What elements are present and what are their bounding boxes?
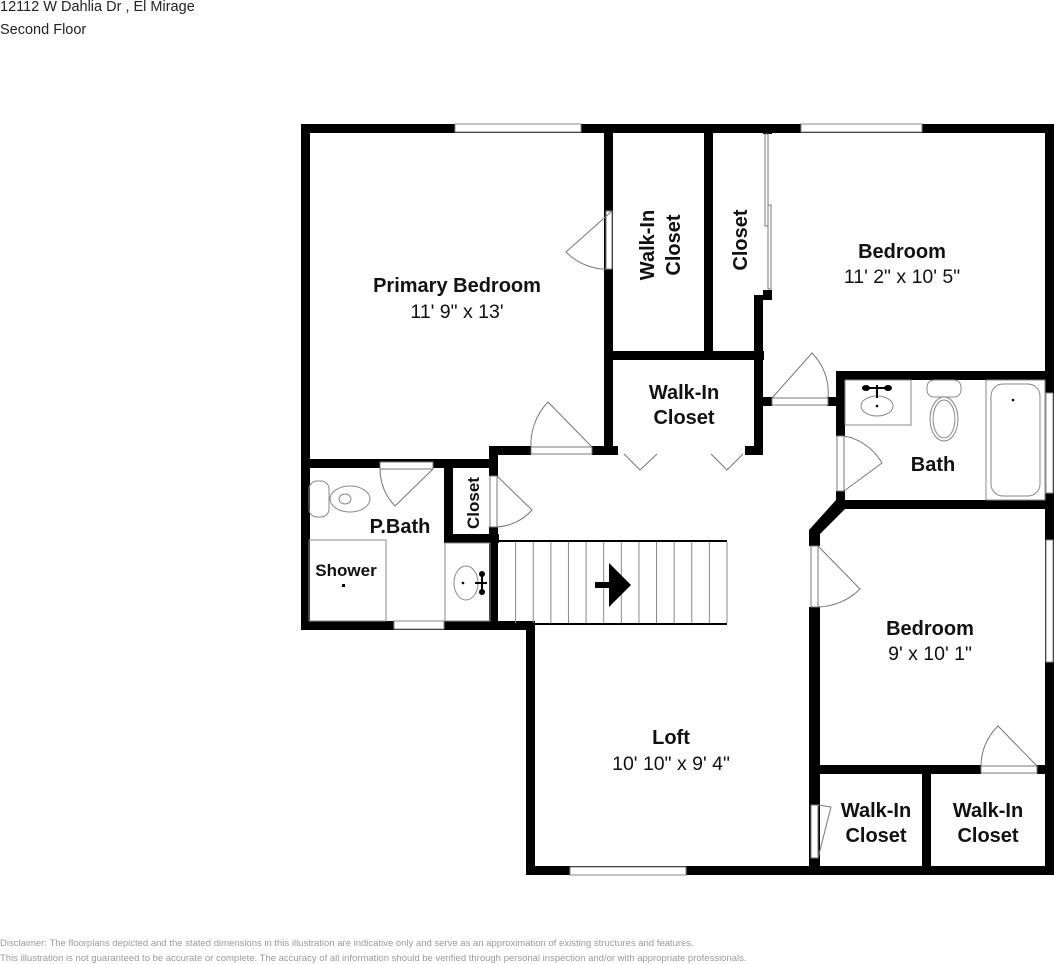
bathtub-icon	[990, 383, 1041, 497]
staircase	[498, 540, 728, 625]
room-label-bedroom-2: Bedroom	[886, 618, 974, 640]
room-label-closet-2: Closet	[464, 477, 483, 529]
room-label-bath: Bath	[911, 454, 955, 476]
room-label-walk-in-closet-1b: Closet	[663, 214, 685, 275]
vanity	[844, 379, 912, 426]
room-label-shower: Shower	[315, 561, 377, 580]
fixture-details	[342, 385, 1015, 595]
property-address: 12112 W Dahlia Dr , El Mirage	[0, 0, 195, 15]
tub-outline	[985, 379, 1046, 501]
toilet-tank	[926, 379, 962, 398]
stair-direction-arrow-icon	[595, 563, 631, 607]
room-label-closet-1: Closet	[730, 209, 752, 270]
toilet-bowl-icon	[329, 485, 371, 513]
room-dims-bedroom-1: 11' 2" x 10' 5"	[844, 266, 960, 288]
room-label-walk-in-closet-2b: Closet	[653, 407, 714, 429]
room-dims-bedroom-2: 9' x 10' 1"	[888, 643, 972, 665]
disclaimer-line-1: Disclaimer: The floorplans depicted and …	[0, 938, 694, 949]
room-label-p-bath: P.Bath	[370, 516, 431, 538]
room-label-loft: Loft	[652, 727, 690, 749]
room-label-walk-in-closet-3b: Closet	[845, 825, 906, 847]
room-label-bedroom-1: Bedroom	[858, 241, 946, 263]
walls	[301, 124, 1054, 875]
room-label-walk-in-closet-4b: Closet	[957, 825, 1018, 847]
room-label-walk-in-closet-4a: Walk-In	[953, 800, 1023, 822]
vanity	[444, 542, 491, 622]
sink-icon	[453, 565, 479, 601]
toilet-bowl-icon	[929, 396, 959, 442]
room-label-walk-in-closet-1a: Walk-In	[637, 210, 659, 280]
disclaimer-line-2: This illustration is not guaranteed to b…	[0, 953, 747, 964]
room-dims-loft: 10' 10" x 9' 4"	[612, 753, 730, 775]
room-labels: Primary Bedroom 11' 9" x 13' Walk-In Clo…	[315, 209, 1023, 847]
room-label-primary-bedroom: Primary Bedroom	[373, 275, 541, 297]
room-label-walk-in-closet-2a: Walk-In	[649, 382, 719, 404]
floor-label: Second Floor	[0, 22, 87, 38]
doors	[379, 133, 1038, 859]
windows	[393, 123, 1054, 876]
room-label-walk-in-closet-3a: Walk-In	[841, 800, 911, 822]
toilet-tank	[308, 480, 330, 518]
shower-outline	[308, 539, 387, 622]
room-dims-primary-bedroom: 11' 9" x 13'	[410, 301, 503, 323]
fixtures	[308, 379, 1046, 622]
